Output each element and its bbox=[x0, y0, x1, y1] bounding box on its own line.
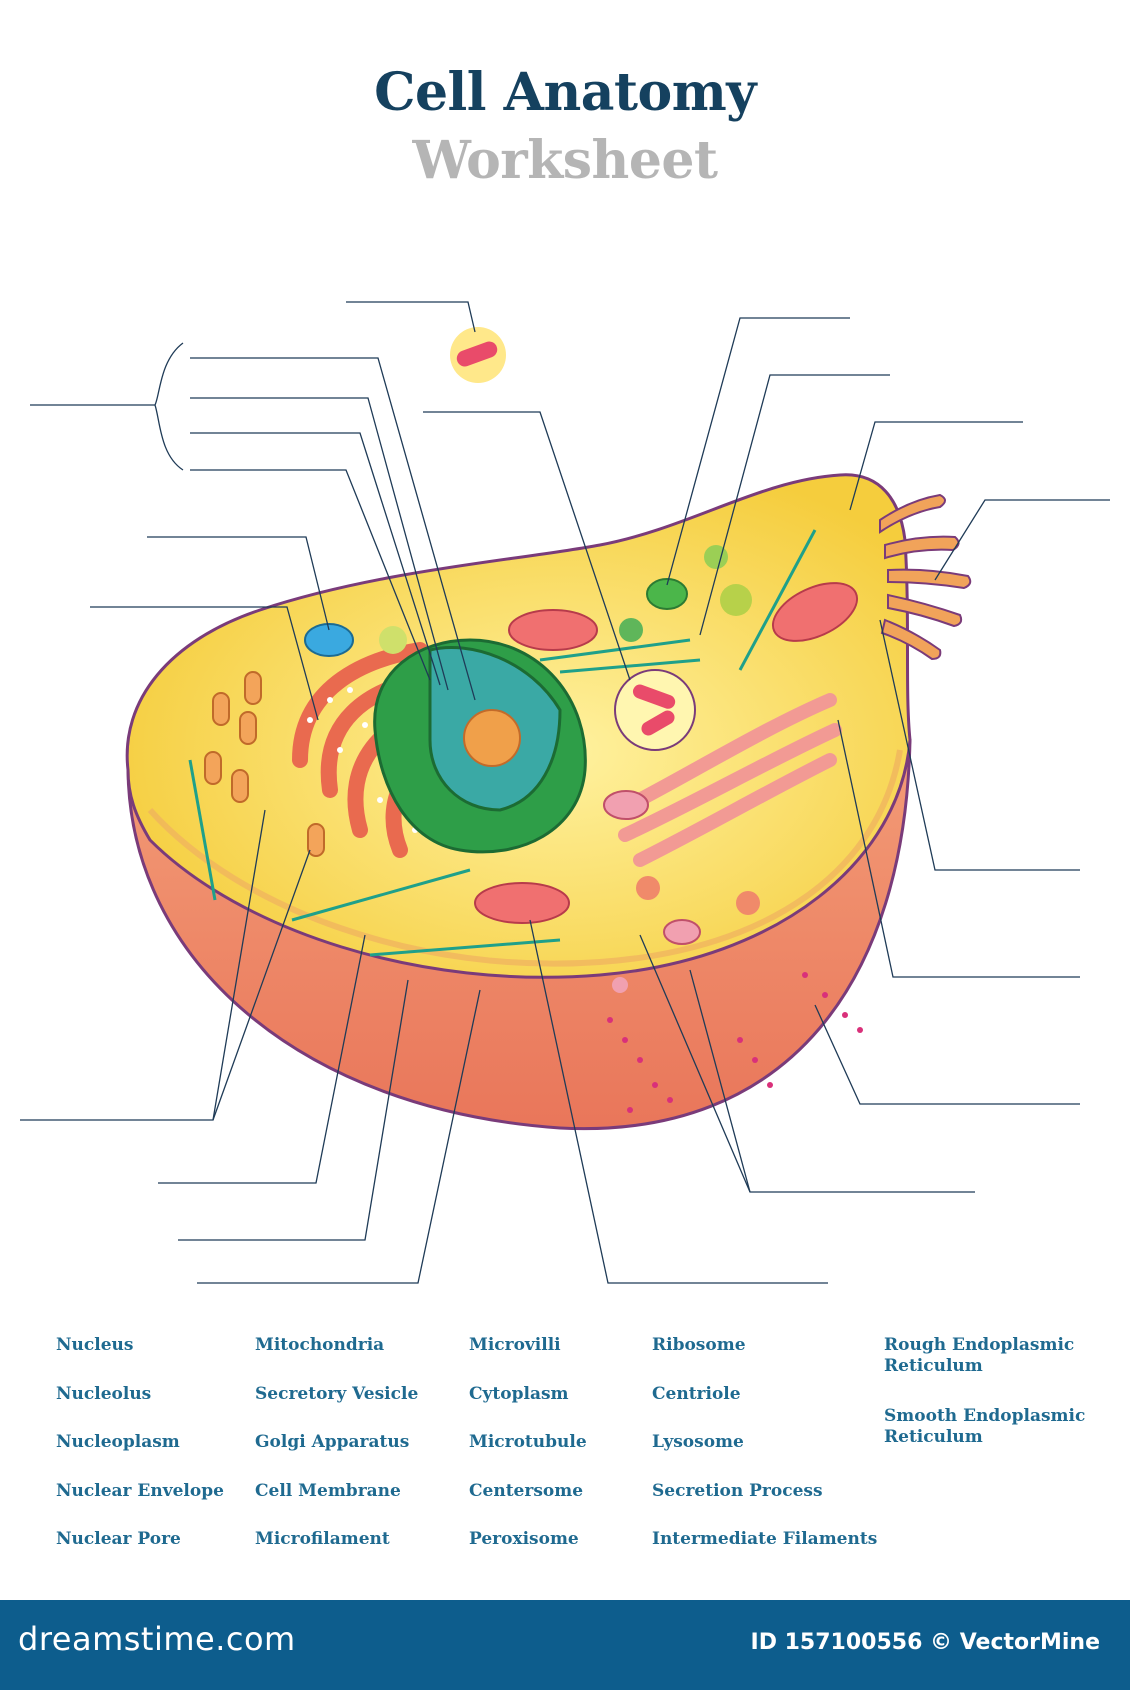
vesicles bbox=[304, 545, 760, 945]
centrosome bbox=[614, 669, 696, 751]
term-item: Nucleoplasm bbox=[56, 1432, 180, 1452]
secretion-process bbox=[607, 972, 863, 1113]
term-column-1: Nucleus Nucleolus Nucleoplasm Nuclear En… bbox=[56, 1335, 224, 1578]
term-item: Nuclear Pore bbox=[56, 1529, 181, 1549]
image-id-credit: ID 157100556 © VectorMine bbox=[750, 1630, 1100, 1655]
term-item: Cell Membrane bbox=[255, 1480, 401, 1501]
mitochondria bbox=[474, 582, 859, 924]
term-item: Mitochondria bbox=[255, 1335, 385, 1355]
leader-lines bbox=[20, 301, 1110, 1284]
term-item: Peroxisome bbox=[469, 1529, 579, 1549]
microvilli bbox=[879, 493, 972, 661]
footer-bar: dreamstime.com ID 157100556 © VectorMine bbox=[0, 1600, 1130, 1690]
term-item: Smooth Endoplasmic Reticulum bbox=[884, 1406, 1086, 1447]
term-item: Secretory Vesicle bbox=[255, 1383, 419, 1404]
cytoskeleton bbox=[188, 529, 817, 957]
nucleus bbox=[373, 638, 587, 854]
nucleolus bbox=[463, 709, 521, 767]
term-item: Lysosome bbox=[652, 1432, 744, 1452]
term-item: Centriole bbox=[652, 1383, 741, 1404]
smooth-er bbox=[204, 671, 325, 857]
term-column-5: Rough Endoplasmic Reticulum Smooth Endop… bbox=[884, 1335, 1085, 1455]
term-column-3: Microvilli Cytoplasm Microtubule Centers… bbox=[469, 1335, 587, 1578]
term-item: Nuclear Envelope bbox=[56, 1480, 224, 1501]
page-subtitle: Worksheet bbox=[412, 130, 718, 191]
term-item: Centersome bbox=[469, 1480, 584, 1501]
term-item: Secretion Process bbox=[652, 1480, 823, 1501]
term-item: Nucleolus bbox=[56, 1383, 152, 1404]
term-item: Cytoplasm bbox=[469, 1383, 569, 1404]
term-item: Intermediate Filaments bbox=[652, 1529, 878, 1549]
cell-membrane-rim bbox=[147, 749, 903, 967]
term-item: Microfilament bbox=[255, 1529, 390, 1549]
centriole-callout bbox=[450, 327, 506, 383]
term-item: Ribosome bbox=[652, 1335, 746, 1355]
page-title: Cell Anatomy bbox=[374, 62, 756, 123]
term-item: Microvilli bbox=[469, 1335, 561, 1355]
term-item: Microtubule bbox=[469, 1432, 587, 1452]
term-item: Nucleus bbox=[56, 1335, 134, 1355]
term-column-2: Mitochondria Secretory Vesicle Golgi App… bbox=[255, 1335, 418, 1578]
dreamstime-logo: dreamstime.com bbox=[18, 1620, 296, 1658]
term-item: Golgi Apparatus bbox=[255, 1432, 410, 1452]
term-column-4: Ribosome Centriole Lysosome Secretion Pr… bbox=[652, 1335, 877, 1578]
term-item: Rough Endoplasmic Reticulum bbox=[884, 1335, 1075, 1376]
